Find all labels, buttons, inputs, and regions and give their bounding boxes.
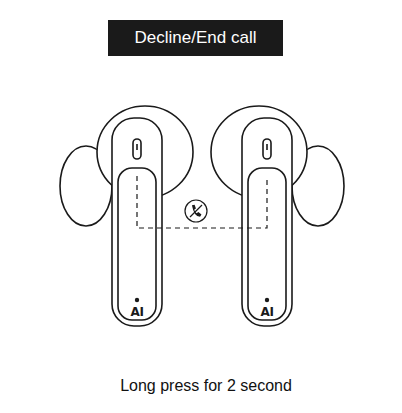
phone-slash: [190, 205, 202, 217]
brand-logo: AI: [131, 305, 144, 319]
stem-inner: [118, 168, 156, 320]
phone-handset: [190, 204, 203, 217]
mic-line: [136, 144, 138, 150]
brand-logo: AI: [261, 305, 274, 319]
mic-slot: [133, 139, 141, 159]
dashed-touch-link: [137, 176, 267, 228]
phone-icon-ring: [185, 200, 207, 222]
indicator-dot: [135, 298, 139, 302]
earbud-right: [211, 106, 344, 326]
phone-icon: [185, 200, 207, 222]
title-text: Decline/End call: [135, 28, 257, 48]
caption-text: Long press for 2 second: [120, 377, 292, 395]
title-band: Decline/End call: [108, 20, 283, 56]
